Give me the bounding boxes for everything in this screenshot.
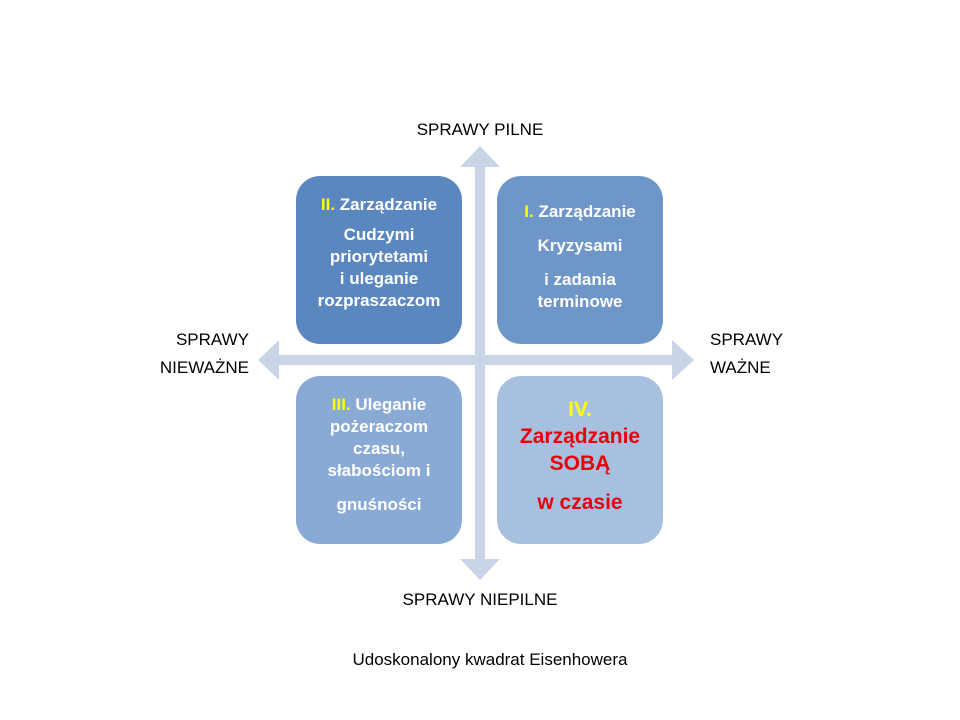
quadrant-number: I.	[524, 202, 534, 221]
horizontal-axis	[278, 355, 673, 365]
quadrant-iv: IV. Zarządzanie SOBĄ w czasie	[497, 376, 663, 544]
axis-label-important: SPRAWY WAŻNE	[710, 326, 860, 382]
arrow-up-icon	[460, 146, 500, 167]
quadrant-iii: III. Uleganie pożeraczom czasu, słabości…	[296, 376, 462, 544]
quadrant-line: i uleganie	[339, 269, 419, 288]
quadrant-line: w czasie	[537, 491, 623, 514]
quadrant-number: IV.	[568, 398, 592, 421]
quadrant-number: II.	[320, 195, 336, 214]
quadrant-line: terminowe	[537, 292, 623, 311]
axis-label-not-important: SPRAWY NIEWAŻNE	[100, 326, 249, 382]
quadrant-line: Zarządzanie	[519, 425, 641, 448]
axis-label-line: SPRAWY	[175, 330, 249, 349]
quadrant-line: i zadania	[544, 270, 616, 289]
quadrant-line: słabościom i	[327, 461, 431, 480]
arrow-right-icon	[672, 340, 694, 380]
axis-label-line: WAŻNE	[710, 358, 771, 377]
caption: Udoskonalony kwadrat Eisenhowera	[352, 650, 628, 669]
quadrant-line: priorytetami	[329, 247, 429, 266]
quadrant-line: SOBĄ	[549, 452, 611, 475]
axis-label-line: NIEWAŻNE	[159, 358, 249, 377]
quadrant-line: gnuśności	[336, 495, 422, 514]
arrow-down-icon	[460, 559, 500, 580]
quadrant-line: Cudzymi	[343, 225, 415, 244]
quadrant-line: czasu,	[353, 439, 405, 458]
quadrant-title: Uleganie	[355, 395, 427, 414]
quadrant-title: Zarządzanie	[538, 202, 636, 221]
arrow-left-icon	[258, 340, 279, 380]
quadrant-line: rozpraszaczom	[317, 291, 441, 310]
quadrant-number: III.	[331, 395, 351, 414]
quadrant-line: Kryzysami	[537, 236, 623, 255]
quadrant-title: Zarządzanie	[339, 195, 438, 214]
quadrant-ii: II. Zarządzanie Cudzymi priorytetami i u…	[296, 176, 462, 344]
axis-label-line: SPRAWY	[710, 330, 784, 349]
axis-label-not-urgent: SPRAWY NIEPILNE	[402, 590, 558, 609]
quadrant-i: I. Zarządzanie Kryzysami i zadania termi…	[497, 176, 663, 344]
axis-label-urgent: SPRAWY PILNE	[416, 120, 544, 139]
quadrant-line: pożeraczom	[329, 417, 429, 436]
